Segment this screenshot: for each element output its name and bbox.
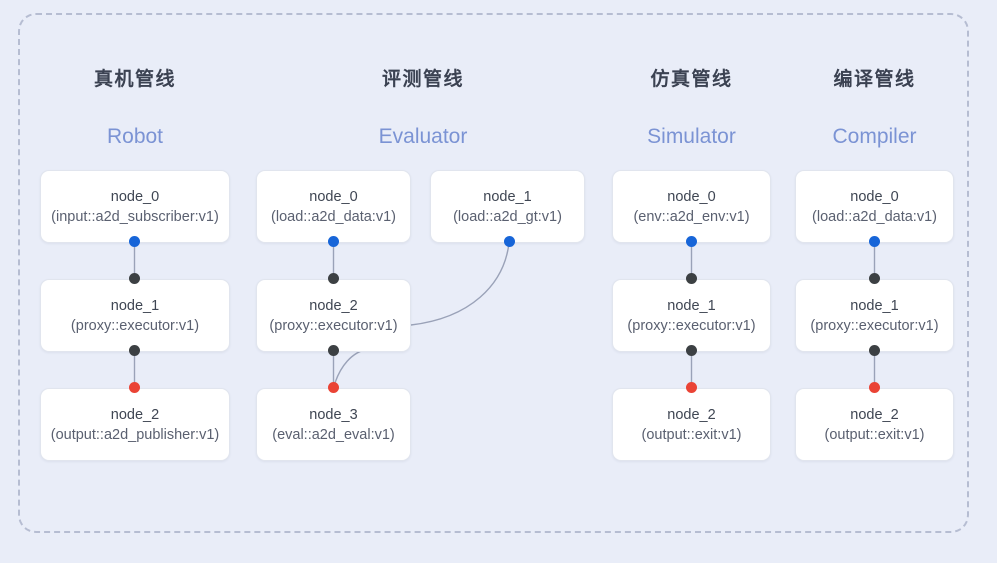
column-title-en-compiler: Compiler — [832, 125, 917, 148]
node-label-spec: (output::exit:v1) — [824, 426, 925, 443]
node-label-name: node_2 — [667, 406, 716, 423]
port-output-simulator-0[interactable] — [686, 236, 697, 247]
node-label-spec: (output::exit:v1) — [641, 426, 742, 443]
port-output-compiler-1[interactable] — [869, 345, 880, 356]
node-simulator-2[interactable]: node_2 (output::exit:v1) — [612, 388, 771, 461]
column-title-cn-robot: 真机管线 — [93, 69, 176, 90]
node-label-spec: (proxy::executor:v1) — [810, 317, 939, 334]
node-compiler-2[interactable]: node_2 (output::exit:v1) — [795, 388, 954, 461]
column-title-cn-simulator: 仿真管线 — [650, 69, 733, 90]
port-output-robot-1[interactable] — [129, 345, 140, 356]
node-label-spec: (eval::a2d_eval:v1) — [272, 426, 395, 443]
node-label-spec: (input::a2d_subscriber:v1) — [51, 208, 219, 225]
node-evaluator-3[interactable]: node_3 (eval::a2d_eval:v1) — [256, 388, 411, 461]
column-title-en-evaluator: Evaluator — [378, 125, 468, 148]
column-title-cn-evaluator: 评测管线 — [381, 69, 464, 90]
node-label-name: node_1 — [483, 188, 532, 205]
node-evaluator-1[interactable]: node_1 (load::a2d_gt:v1) — [430, 170, 585, 243]
node-label-name: node_2 — [309, 297, 358, 314]
port-output-compiler-0[interactable] — [869, 236, 880, 247]
node-label-name: node_2 — [850, 406, 899, 423]
node-evaluator-0[interactable]: node_0 (load::a2d_data:v1) — [256, 170, 411, 243]
port-input-robot-2[interactable] — [129, 382, 140, 393]
node-label-name: node_2 — [110, 406, 160, 423]
node-evaluator-2[interactable]: node_2 (proxy::executor:v1) — [256, 279, 411, 352]
node-label-spec: (env::a2d_env:v1) — [633, 208, 750, 225]
node-label-spec: (proxy::executor:v1) — [70, 317, 200, 334]
node-label-spec: (proxy::executor:v1) — [269, 317, 398, 334]
node-label-name: node_0 — [667, 188, 716, 205]
column-title-en-robot: Robot — [106, 125, 164, 148]
node-robot-0[interactable]: node_0 (input::a2d_subscriber:v1) — [40, 170, 230, 243]
node-label-spec: (proxy::executor:v1) — [627, 317, 756, 334]
port-input-simulator-1[interactable] — [686, 273, 697, 284]
node-robot-1[interactable]: node_1 (proxy::executor:v1) — [40, 279, 230, 352]
node-simulator-1[interactable]: node_1 (proxy::executor:v1) — [612, 279, 771, 352]
column-title-cn-compiler: 编译管线 — [833, 69, 916, 90]
node-label-name: node_1 — [110, 297, 160, 314]
node-label-spec: (output::a2d_publisher:v1) — [50, 426, 220, 443]
edge-evaluator-executor-to-eval — [333, 348, 369, 387]
port-output-evaluator-0[interactable] — [328, 236, 339, 247]
node-compiler-0[interactable]: node_0 (load::a2d_data:v1) — [795, 170, 954, 243]
node-label-name: node_1 — [667, 297, 716, 314]
node-label-name: node_0 — [309, 188, 358, 205]
node-label-name: node_3 — [309, 406, 358, 423]
port-input-evaluator-2[interactable] — [328, 273, 339, 284]
node-label-name: node_1 — [850, 297, 899, 314]
node-label-spec: (load::a2d_data:v1) — [271, 208, 396, 225]
port-input-evaluator-3[interactable] — [328, 382, 339, 393]
node-simulator-0[interactable]: node_0 (env::a2d_env:v1) — [612, 170, 771, 243]
port-output-evaluator-2[interactable] — [328, 345, 339, 356]
port-input-compiler-1[interactable] — [869, 273, 880, 284]
node-compiler-1[interactable]: node_1 (proxy::executor:v1) — [795, 279, 954, 352]
node-label-name: node_0 — [110, 188, 160, 205]
port-output-evaluator-1[interactable] — [504, 236, 515, 247]
node-label-spec: (load::a2d_gt:v1) — [453, 208, 562, 225]
port-output-robot-0[interactable] — [129, 236, 140, 247]
node-label-spec: (load::a2d_data:v1) — [812, 208, 937, 225]
port-input-simulator-2[interactable] — [686, 382, 697, 393]
column-title-en-simulator: Simulator — [647, 125, 736, 148]
edge-evaluator-gt-to-executor — [410, 242, 510, 326]
port-output-simulator-1[interactable] — [686, 345, 697, 356]
port-input-robot-1[interactable] — [129, 273, 140, 284]
port-input-compiler-2[interactable] — [869, 382, 880, 393]
node-label-name: node_0 — [850, 188, 899, 205]
node-robot-2[interactable]: node_2 (output::a2d_publisher:v1) — [40, 388, 230, 461]
